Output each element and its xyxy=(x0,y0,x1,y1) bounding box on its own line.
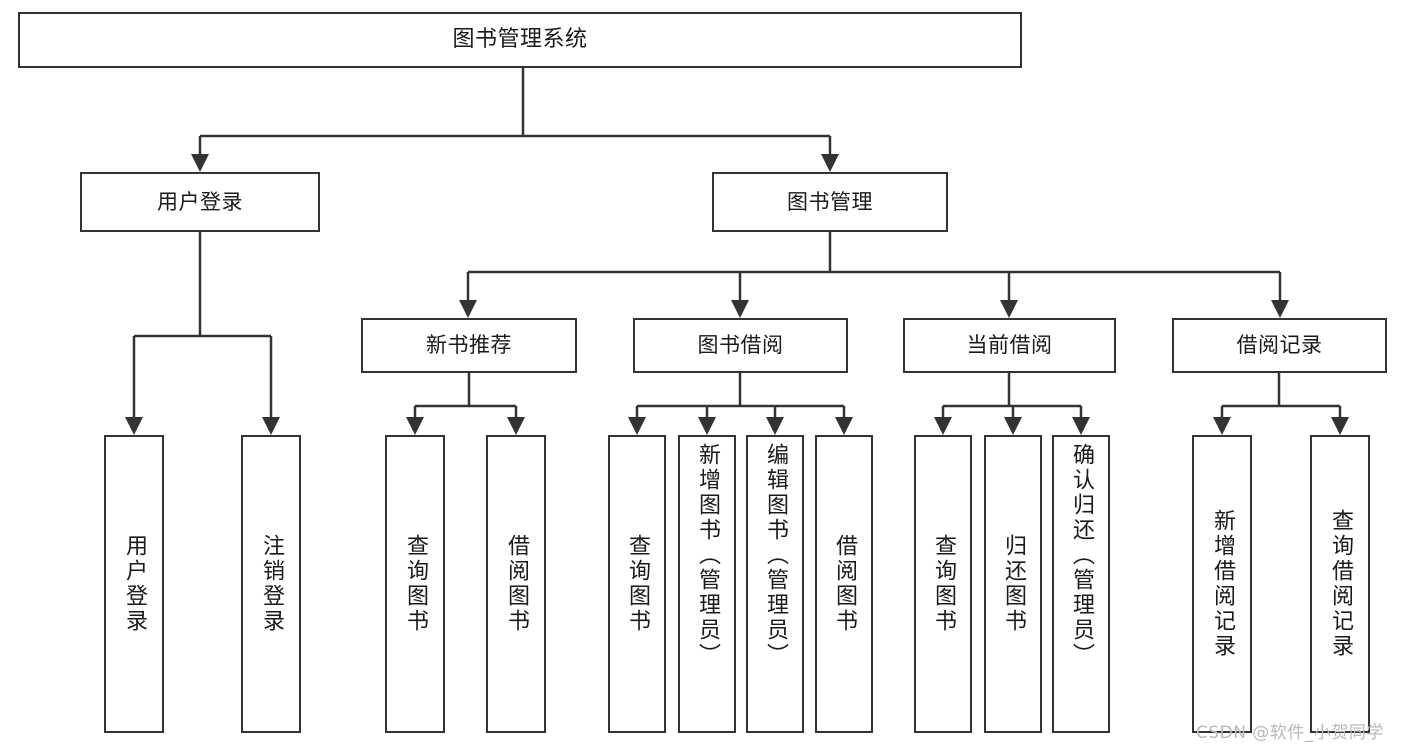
node-book-borrow[interactable]: 图书借阅 xyxy=(633,318,848,373)
node-leaf-confirm-return[interactable]: 确认归还（管理员） xyxy=(1052,435,1110,733)
node-label: 新书推荐 xyxy=(426,333,512,358)
node-book-manage[interactable]: 图书管理 xyxy=(712,172,948,232)
arrowhead-icon xyxy=(698,417,716,435)
node-leaf-borrow-book-2[interactable]: 借阅图书 xyxy=(815,435,873,733)
arrowhead-icon xyxy=(1000,300,1018,318)
arrowhead-icon xyxy=(1271,300,1289,318)
node-label: 新增图书（管理员） xyxy=(695,443,720,668)
arrowhead-icon xyxy=(262,417,280,435)
arrowhead-icon xyxy=(125,417,143,435)
node-current-borrow[interactable]: 当前借阅 xyxy=(903,318,1116,373)
node-label: 用户登录 xyxy=(157,189,243,214)
node-user-login[interactable]: 用户登录 xyxy=(80,172,320,232)
arrowhead-icon xyxy=(191,154,209,172)
node-root[interactable]: 图书管理系统 xyxy=(18,12,1022,68)
node-leaf-query-book-2[interactable]: 查询图书 xyxy=(608,435,666,733)
node-leaf-query-borrow-record[interactable]: 查询借阅记录 xyxy=(1310,435,1370,733)
arrowhead-icon xyxy=(1004,417,1022,435)
arrowhead-icon xyxy=(835,417,853,435)
node-label: 借阅图书 xyxy=(832,534,857,634)
node-label: 确认归还（管理员） xyxy=(1069,443,1094,668)
node-label: 查询借阅记录 xyxy=(1328,509,1353,659)
arrowhead-icon xyxy=(406,417,424,435)
watermark-text: CSDN @软件_小贺同学 xyxy=(1196,723,1384,743)
node-leaf-return-book[interactable]: 归还图书 xyxy=(984,435,1042,733)
node-label: 图书借阅 xyxy=(697,333,784,358)
arrowhead-icon xyxy=(934,417,952,435)
node-label: 借阅图书 xyxy=(504,534,529,634)
node-label: 图书管理系统 xyxy=(452,27,588,53)
node-leaf-query-book-3[interactable]: 查询图书 xyxy=(914,435,972,733)
arrowhead-icon xyxy=(459,300,477,318)
node-label: 当前借阅 xyxy=(966,333,1053,358)
arrowhead-icon xyxy=(628,417,646,435)
node-label: 借阅记录 xyxy=(1236,333,1323,358)
arrowhead-icon xyxy=(1331,417,1349,435)
arrowhead-icon xyxy=(731,300,749,318)
node-label: 查询图书 xyxy=(403,534,428,634)
node-leaf-edit-book[interactable]: 编辑图书（管理员） xyxy=(746,435,804,733)
node-label: 查询图书 xyxy=(931,534,956,634)
node-leaf-user-logout[interactable]: 注销登录 xyxy=(241,435,301,733)
node-leaf-add-borrow-record[interactable]: 新增借阅记录 xyxy=(1192,435,1252,733)
node-leaf-query-book-1[interactable]: 查询图书 xyxy=(385,435,445,733)
node-label: 编辑图书（管理员） xyxy=(763,443,788,668)
node-label: 查询图书 xyxy=(625,534,650,634)
node-label: 图书管理 xyxy=(787,189,873,214)
node-label: 注销登录 xyxy=(259,534,284,634)
node-label: 新增借阅记录 xyxy=(1210,509,1235,659)
arrowhead-icon xyxy=(766,417,784,435)
arrowhead-icon xyxy=(1213,417,1231,435)
node-label: 归还图书 xyxy=(1001,534,1026,634)
node-leaf-add-book[interactable]: 新增图书（管理员） xyxy=(678,435,736,733)
node-label: 用户登录 xyxy=(122,534,147,634)
node-new-book-recommend[interactable]: 新书推荐 xyxy=(361,318,577,373)
node-leaf-borrow-book-1[interactable]: 借阅图书 xyxy=(486,435,546,733)
node-leaf-user-login[interactable]: 用户登录 xyxy=(104,435,164,733)
arrowhead-icon xyxy=(507,417,525,435)
arrowhead-icon xyxy=(1072,417,1090,435)
node-borrow-record[interactable]: 借阅记录 xyxy=(1172,318,1387,373)
arrowhead-icon xyxy=(821,154,839,172)
